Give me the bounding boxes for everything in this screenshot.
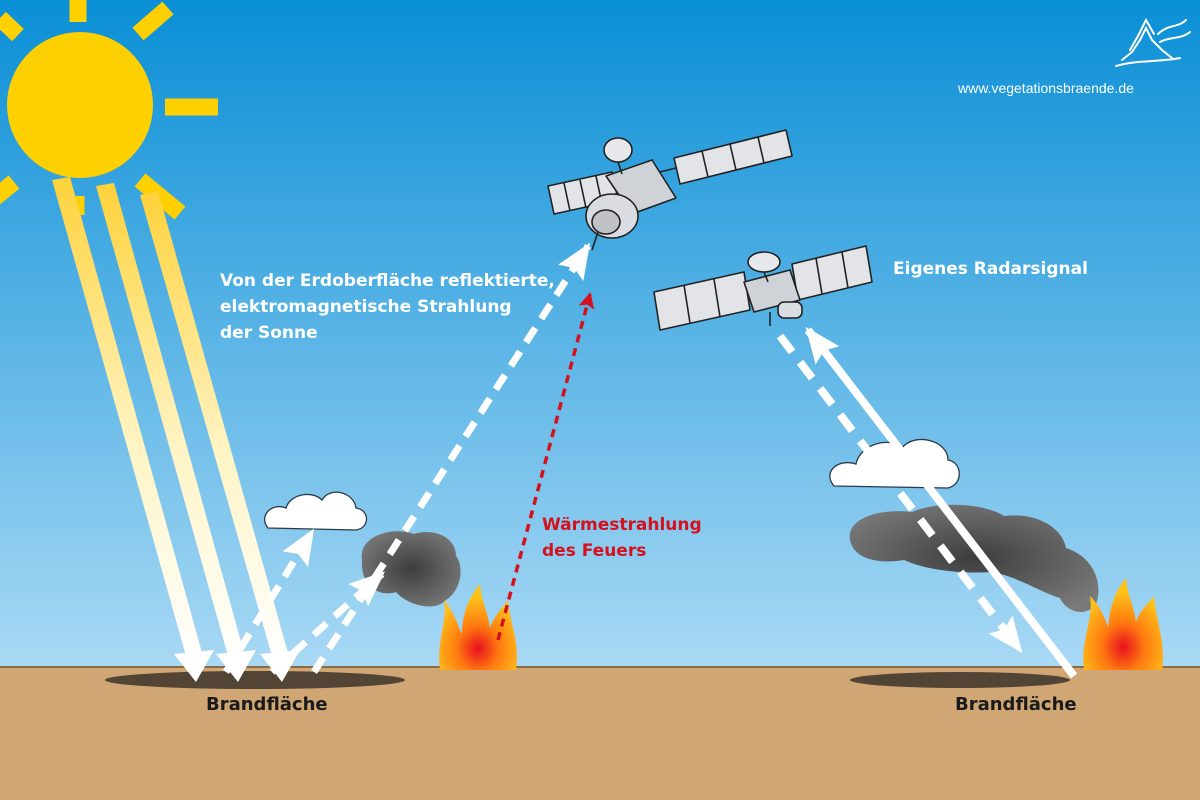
cloud-icon bbox=[263, 491, 368, 531]
satellite-optical-icon bbox=[547, 129, 793, 251]
incoming-solar-rays bbox=[52, 177, 290, 663]
burn-area-label-left: Brandfläche bbox=[206, 694, 328, 715]
burn-area-label-right: Brandfläche bbox=[955, 694, 1077, 715]
radar-signal bbox=[776, 326, 1078, 679]
reflected-radiation-label: Von der Erdoberfläche reflektierte, elek… bbox=[220, 271, 555, 343]
fire-icon bbox=[1083, 578, 1163, 670]
reflected-rays bbox=[223, 242, 591, 675]
website-label: www.vegetationsbraende.de bbox=[958, 80, 1134, 96]
heat-radiation-label: Wärmestrahlung des Feuers bbox=[542, 515, 702, 561]
burn-area-left bbox=[105, 671, 405, 689]
radar-signal-label: Eigenes Radarsignal bbox=[893, 259, 1088, 279]
logo-tree-icon bbox=[1115, 17, 1191, 67]
smoke-icon bbox=[849, 504, 1099, 612]
fire-icon bbox=[439, 584, 517, 670]
burn-area-right bbox=[850, 672, 1070, 688]
heat-radiation-arrow bbox=[496, 292, 595, 641]
smoke-icon bbox=[361, 531, 461, 607]
satellite-radar-icon bbox=[653, 245, 873, 331]
